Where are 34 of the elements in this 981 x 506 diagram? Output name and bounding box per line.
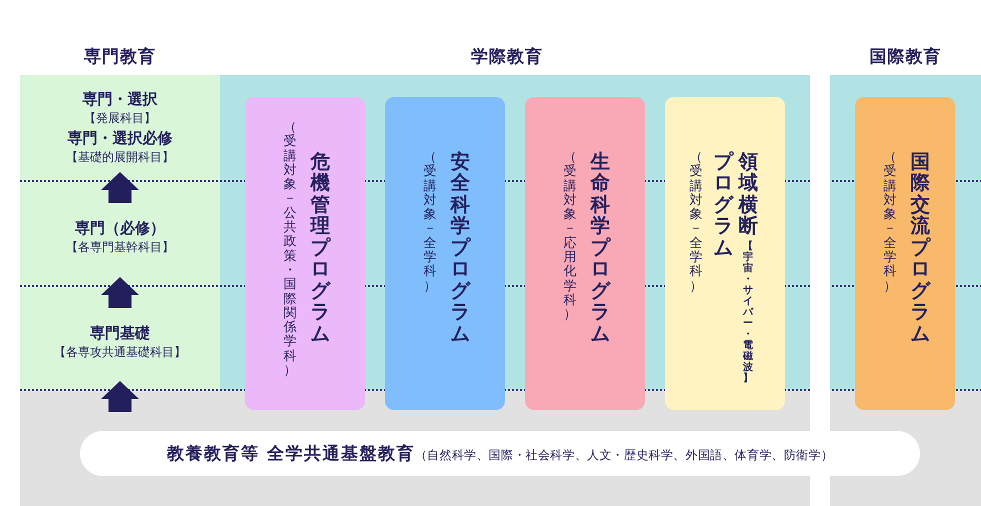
program-card [855,97,955,410]
audience-note: （受講対象－全学科） [690,151,702,294]
program-title: 安全科学プログラム [450,151,470,344]
program-title: 領域横断 [738,151,758,237]
course-category: 【基礎的展開科目】 [66,149,174,166]
program-card [665,97,785,410]
audience-note: （受講対象－応用化学科） [564,151,576,323]
foundation-title: 教養教育等 全学共通基盤教育 [166,444,415,464]
block-arrow [101,172,139,203]
program-card [245,97,365,410]
subject-list: （自然科学、国際・社会科学、人文・歴史科学、外国語、体育学、防衛学） [414,448,834,462]
audience-note: （受講対象－全学科） [424,151,436,294]
column-heading: 学際教育 [471,46,543,68]
column-heading: 専門教育 [84,46,156,68]
block-arrow [101,381,139,412]
stage-name: 専門・選択必修 [68,128,172,148]
audience-note: （受講対象－公共政策・国際関係学科） [284,121,296,378]
program-title: 危機管理プログラム [310,151,330,344]
column-heading: 国際教育 [870,46,942,68]
stage-name: 専門基礎 [90,323,150,343]
course-category: 【各専門基幹科目】 [66,239,174,256]
audience-note: （受講対象－全学科） [884,151,896,294]
program-title: 生命科学プログラム [590,151,610,344]
foundation-bar [80,431,920,476]
program-card [385,97,505,410]
field-note: 【宇宙・サイバー・電磁波】 [743,240,753,384]
program-title: プログラム [713,151,733,258]
stage-name: 専門（必修） [75,218,165,238]
course-category: 【各専攻共通基礎科目】 [54,344,186,361]
course-category: 【発展科目】 [84,110,156,127]
stage-name: 専門・選択 [82,89,158,109]
block-arrow [101,277,139,308]
program-card [525,97,645,410]
program-title: 国際交流プログラム [910,151,930,344]
